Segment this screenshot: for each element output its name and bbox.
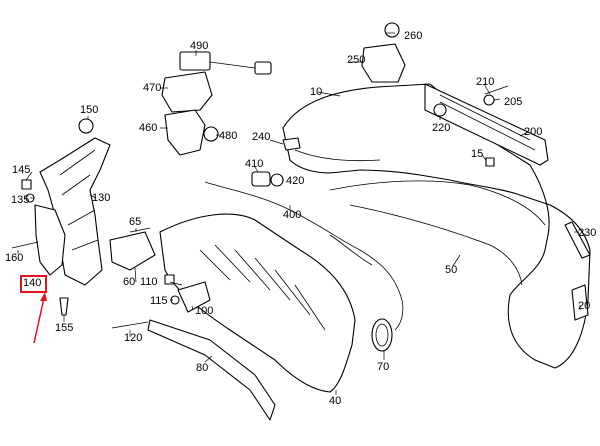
module-490 [179,51,211,71]
upper-trim-ribs [439,94,536,151]
bumper-inner-edge [329,180,546,226]
wiring-harness-400 [204,181,404,331]
part-label-110: 110 [140,276,158,288]
clip-150 [78,118,94,134]
part-label-150: 150 [80,104,99,116]
part-label-70: 70 [377,361,390,373]
part-label-205: 205 [504,96,523,108]
highlight-arrow [33,292,47,344]
cover-240 [282,137,301,151]
part-label-40: 40 [329,395,342,407]
bumper-crease [294,149,381,162]
part-label-490: 490 [190,40,209,52]
part-label-10: 10 [310,86,323,98]
part-label-135: 135 [11,194,30,206]
connector-490 [254,61,272,75]
part-label-140: 140 [23,277,42,289]
part-label-145: 145 [12,164,31,176]
part-label-115: 115 [150,295,168,307]
reflector-230 [564,221,591,259]
part-label-220: 220 [432,122,451,134]
part-label-250: 250 [347,54,366,66]
part-label-420: 420 [286,175,305,187]
cover-70 [371,318,393,352]
cable-490 [209,61,256,69]
part-label-15: 15 [471,148,484,160]
part-label-480: 480 [219,130,238,142]
holder-250 [361,43,406,83]
cover-70-inner [375,323,389,347]
part-label-80: 80 [196,362,209,374]
washer-205 [483,94,495,106]
part-label-50: 50 [445,264,458,276]
screw-65 [129,227,151,233]
screw-160 [11,241,39,249]
reflector-20 [571,284,589,321]
bracket-ribs [59,149,99,251]
upper-trim-200 [424,83,549,166]
part-label-65: 65 [129,216,142,228]
part-label-260: 260 [404,30,423,42]
bracket-60 [109,231,156,271]
holder-460 [164,109,206,156]
part-label-120: 120 [124,332,143,344]
clip-15 [485,157,495,167]
screw-155 [59,297,69,316]
sensor-ring-420 [270,173,284,187]
part-label-20: 20 [578,300,591,312]
part-label-230: 230 [578,227,597,239]
sensor-410 [251,171,271,187]
part-label-155: 155 [55,322,74,334]
leader-lines [17,32,581,395]
lower-strip-80 [147,319,276,421]
diffuser-fins [199,244,326,331]
part-label-160: 160 [5,252,24,264]
part-label-460: 460 [139,122,158,134]
part-label-470: 470 [143,82,162,94]
part-label-200: 200 [524,126,543,138]
bracket-140 [34,204,66,276]
part-140-highlight [20,275,47,293]
clip-110 [164,274,175,285]
nut-220 [433,103,447,117]
part-label-210: 210 [476,76,495,88]
wiring-branch [329,234,373,266]
part-label-60: 60 [123,276,136,288]
bumper-lower-edge [349,204,523,286]
ring-480 [203,126,219,142]
clip-260 [384,22,400,38]
part-label-100: 100 [195,305,214,317]
part-label-400: 400 [283,209,302,221]
screw-120 [111,321,149,329]
part-label-410: 410 [245,158,264,170]
holder-470 [161,71,213,113]
clip-145 [21,179,32,190]
part-label-240: 240 [252,131,271,143]
bracket-100 [177,281,211,313]
part-label-130: 130 [92,192,111,204]
